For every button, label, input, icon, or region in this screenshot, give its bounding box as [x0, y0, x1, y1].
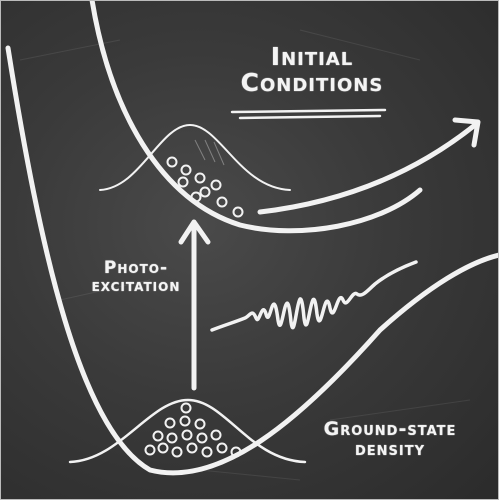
- initial-conditions-line1: Initial: [270, 42, 354, 71]
- ground-state-line1: Ground-state: [323, 418, 457, 440]
- ground-point: [216, 442, 228, 454]
- ground-point: [164, 417, 176, 429]
- ground-point: [166, 432, 178, 444]
- trajectory-arrow-line: [257, 122, 478, 215]
- initial-point: [216, 196, 228, 208]
- initial-point: [210, 179, 222, 191]
- initial-point: [180, 164, 192, 176]
- ground-point: [210, 429, 222, 441]
- trajectory-arrow-head: [452, 117, 481, 148]
- initial-point: [232, 206, 244, 218]
- ground-point: [171, 446, 183, 458]
- photoexcitation-line2: excitation: [91, 275, 181, 296]
- ground-point: [196, 432, 208, 444]
- ground-point: [180, 402, 192, 414]
- gaussian-hatching: [194, 139, 225, 166]
- initial-conditions-label: Initial Conditions: [232, 42, 392, 98]
- laser-pulse-wave: [210, 260, 418, 332]
- photoexcitation-line1: Photo-: [103, 258, 169, 278]
- ground-point: [186, 442, 198, 454]
- ground-state-potential-curve: [5, 45, 499, 476]
- photoexcitation-arrow-head: [178, 219, 211, 245]
- ground-point: [144, 444, 156, 456]
- ground-point: [230, 446, 242, 458]
- ground-state-gaussian: [68, 398, 307, 464]
- ground-state-points: [144, 402, 242, 458]
- ground-point: [157, 442, 169, 454]
- initial-point: [199, 186, 211, 198]
- ground-state-line2: density: [354, 437, 426, 460]
- initial-conditions-gaussian: [99, 124, 291, 191]
- initial-conditions-line2: Conditions: [240, 68, 384, 98]
- ground-point: [152, 430, 164, 442]
- photoexcitation-label: Photo- excitation: [76, 258, 196, 296]
- ground-point: [181, 429, 193, 441]
- chalk-smudges: [19, 29, 471, 481]
- initial-point: [166, 156, 178, 168]
- ground-state-density-label: Ground-state density: [300, 418, 480, 460]
- excited-state-potential-curve: [89, 0, 423, 234]
- initial-point: [177, 176, 189, 188]
- initial-point: [194, 172, 206, 184]
- initial-point: [190, 191, 202, 203]
- ground-point: [201, 446, 213, 458]
- title-underline: [230, 108, 387, 120]
- initial-conditions-points: [166, 156, 244, 218]
- ground-point: [179, 415, 191, 427]
- ground-point: [194, 418, 206, 430]
